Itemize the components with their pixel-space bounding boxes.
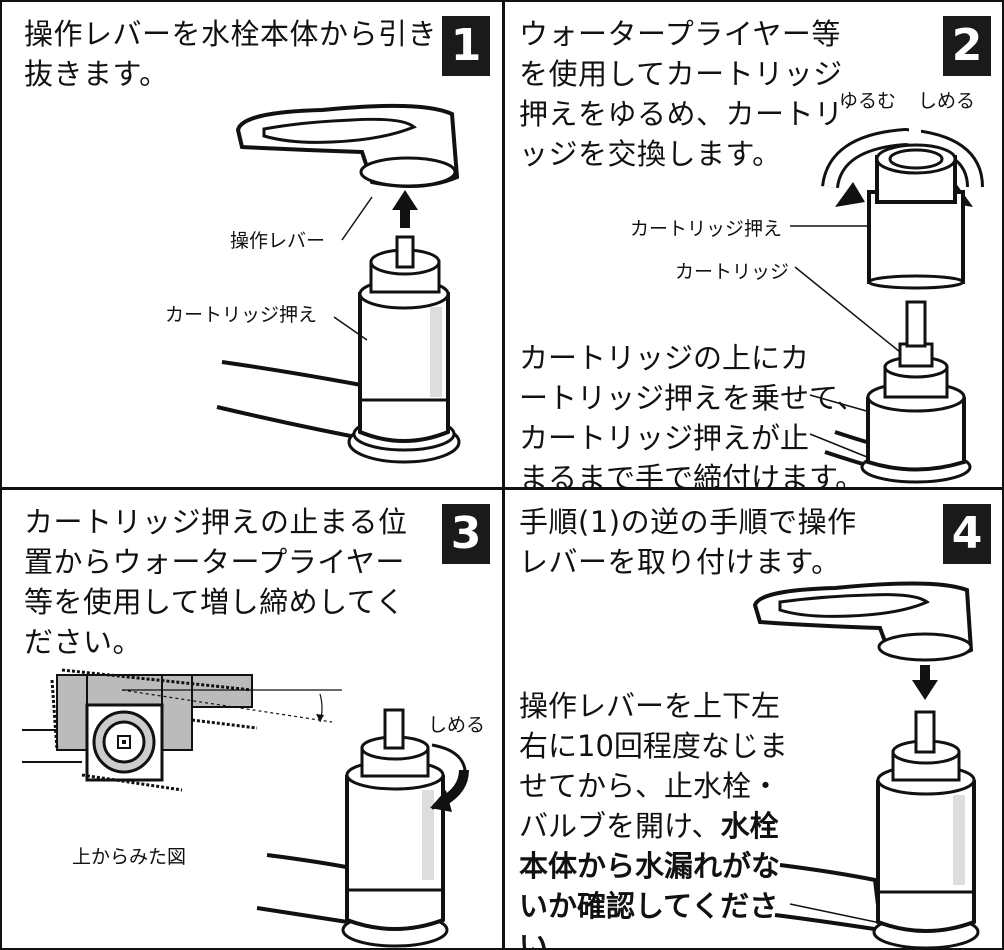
tighten-label: しめる xyxy=(918,90,976,112)
step-3-panel: カートリッジ押えの止まる位 置からウォータープライヤー 等を使用して増し締めして… xyxy=(2,490,505,948)
step-2-line: 押えをゆるめ、カートリ xyxy=(519,97,844,131)
step-4-warning-text: い。 xyxy=(519,929,578,948)
step-1-number-badge: 1 xyxy=(442,16,490,76)
step-4-note-line-mixed: バルブを開け、水栓 xyxy=(519,806,788,846)
step-3-line: カートリッジ押えの止まる位 xyxy=(24,505,408,539)
step-4-instructions: 手順(1)の逆の手順で操作 レバーを取り付けます。 xyxy=(519,502,857,582)
step-4-line: レバーを取り付けます。 xyxy=(519,545,841,579)
step-4-line: 手順(1)の逆の手順で操作 xyxy=(519,505,857,539)
step-4-warning-text: 水栓 xyxy=(720,809,779,843)
step-4-illustration xyxy=(752,581,980,948)
step-3-line: 等を使用して増し締めしてく xyxy=(24,585,405,619)
step-2-illustration xyxy=(790,120,984,484)
tighten-label: しめる xyxy=(428,714,486,736)
step-2-line: を使用してカートリッジ xyxy=(519,57,843,91)
step-2-note: カートリッジの上にカ ートリッジ押えを乗せて、 カートリッジ押えが止 まるまで手… xyxy=(519,338,866,490)
step-1-illustration xyxy=(216,103,461,464)
loosen-label: ゆるむ xyxy=(839,90,897,112)
step-2-note-line: ートリッジ押えを乗せて、 xyxy=(519,381,866,415)
step-4-note: 操作レバーを上下左 右に10回程度なじま せてから、止水栓・ バルブを開け、水栓… xyxy=(519,686,788,948)
step-4-panel: 手順(1)の逆の手順で操作 レバーを取り付けます。 4 操作レバーを上下 xyxy=(505,490,1002,948)
step-2-panel: ウォータープライヤー等 を使用してカートリッジ 押えをゆるめ、カートリ ッジを交… xyxy=(505,2,1002,490)
step-4-warning-text: いか確認してくださ xyxy=(519,889,779,923)
step-4-note-line: バルブを開け、 xyxy=(519,809,721,843)
step-1-line: 抜きます。 xyxy=(24,57,169,91)
push-down-arrow-icon xyxy=(912,665,938,700)
top-view-diagram xyxy=(22,668,342,792)
pull-up-arrow-icon xyxy=(392,190,418,228)
step-4-number-badge: 4 xyxy=(943,504,991,564)
cartridge-holder-label: カートリッジ押え xyxy=(165,304,318,326)
step-4-note-line: 操作レバーを上下左 xyxy=(519,689,781,723)
step-4-note-line: 右に10回程度なじま xyxy=(519,729,788,763)
step-1-line: 操作レバーを水栓本体から引き xyxy=(24,17,438,51)
lever-label: 操作レバー xyxy=(230,230,326,252)
step-3-line: 置からウォータープライヤー xyxy=(24,545,405,579)
step-2-note-line: まるまで手で締付けます。 xyxy=(519,461,865,490)
step-2-line: ウォータープライヤー等 xyxy=(519,17,841,51)
step-1-instructions: 操作レバーを水栓本体から引き 抜きます。 xyxy=(24,14,437,94)
step-4-note-line: せてから、止水栓・ xyxy=(519,769,781,803)
step-2-note-line: カートリッジ押えが止 xyxy=(519,421,810,455)
step-2-line: ッジを交換します。 xyxy=(519,137,782,171)
step-3-illustration xyxy=(22,668,469,948)
step-2-instructions: ウォータープライヤー等 を使用してカートリッジ 押えをゆるめ、カートリ ッジを交… xyxy=(519,14,844,174)
step-2-number-badge: 2 xyxy=(943,16,991,76)
cartridge-label: カートリッジ xyxy=(675,261,790,283)
tighten-arrow-icon xyxy=(430,790,452,812)
step-1-panel: 操作レバーを水栓本体から引き 抜きます。 1 xyxy=(2,2,505,490)
top-view-label: 上からみた図 xyxy=(72,846,187,868)
step-2-note-line: カートリッジの上にカ xyxy=(519,341,810,375)
step-4-warning-text: 本体から水漏れがな xyxy=(519,849,781,883)
step-3-number-badge: 3 xyxy=(442,504,490,564)
step-3-instructions: カートリッジ押えの止まる位 置からウォータープライヤー 等を使用して増し締めして… xyxy=(24,502,408,662)
step-3-line: ださい。 xyxy=(24,625,143,659)
cartridge-holder-label: カートリッジ押え xyxy=(630,218,783,240)
loosen-arrow-icon xyxy=(835,182,865,207)
